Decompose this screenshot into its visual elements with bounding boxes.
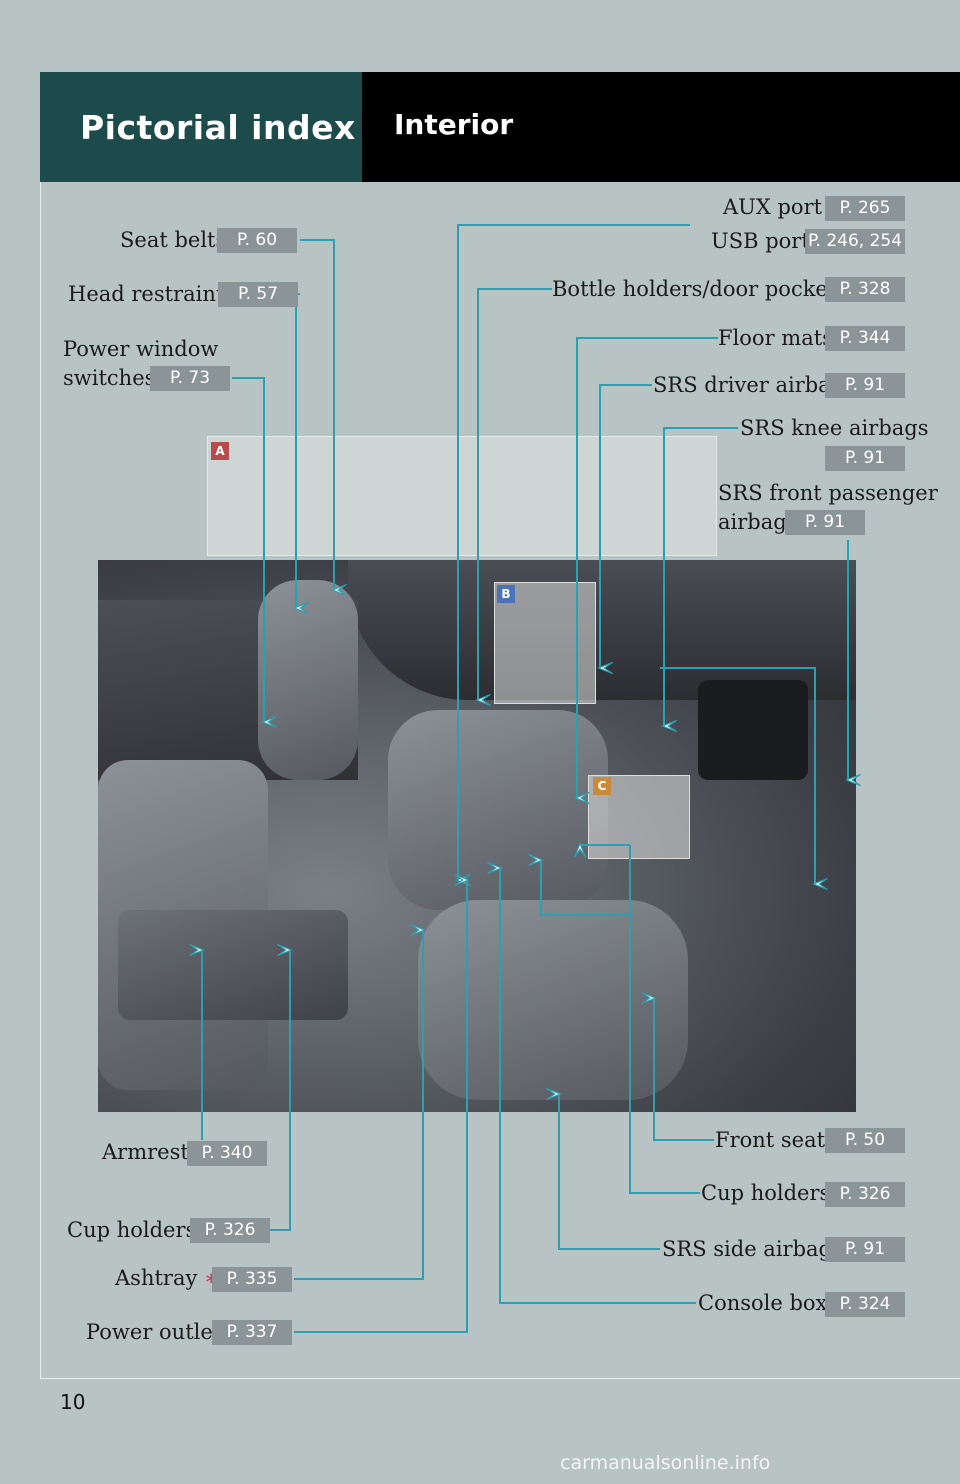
- page-ref-front-seats[interactable]: P. 50: [825, 1128, 905, 1153]
- page-ref-cup-holders-front[interactable]: P. 326: [825, 1182, 905, 1207]
- page-ref-floor-mats[interactable]: P. 344: [825, 326, 905, 351]
- rear-armrest: [118, 910, 348, 1020]
- interior-photo: [98, 560, 856, 1112]
- inset-a-badge: A: [211, 442, 229, 460]
- label-power-window-1: Power window: [63, 337, 219, 361]
- label-ashtray: Ashtray ∗: [115, 1266, 218, 1290]
- headrest-rear: [258, 580, 358, 780]
- page-ref-usb-port[interactable]: P. 246, 254: [805, 229, 905, 254]
- inset-b-badge: B: [497, 585, 515, 603]
- page-ref-bottle-holders[interactable]: P. 328: [825, 277, 905, 302]
- page-ref-head-restraints[interactable]: P. 57: [218, 282, 298, 307]
- label-front-seats: Front seats: [715, 1128, 836, 1152]
- label-armrest: Armrest: [102, 1140, 189, 1164]
- label-srs-driver-airbag: SRS driver airbag: [653, 373, 845, 397]
- center-screen: [698, 680, 808, 780]
- page-title: Pictorial index: [80, 108, 356, 147]
- label-floor-mats: Floor mats: [718, 326, 833, 350]
- label-ashtray-text: Ashtray: [115, 1266, 198, 1290]
- label-console-box: Console box: [698, 1291, 828, 1315]
- label-power-outlet: Power outlet: [86, 1320, 222, 1344]
- header-subsection: Interior: [362, 72, 960, 182]
- page-ref-seat-belts[interactable]: P. 60: [217, 228, 297, 253]
- dashboard: [348, 560, 856, 700]
- page-number: 10: [60, 1390, 86, 1414]
- page-ref-console-box[interactable]: P. 324: [825, 1292, 905, 1317]
- page-ref-srs-side-airbags[interactable]: P. 91: [825, 1237, 905, 1262]
- label-power-window-2: switches: [63, 366, 156, 390]
- page-ref-power-outlet[interactable]: P. 337: [212, 1320, 292, 1345]
- page-ref-ashtray[interactable]: P. 335: [212, 1267, 292, 1292]
- inset-a-box: [207, 436, 717, 556]
- inset-c-badge: C: [593, 777, 611, 795]
- page-ref-srs-driver-airbag[interactable]: P. 91: [825, 373, 905, 398]
- header-section: Pictorial index: [40, 72, 362, 182]
- label-srs-front-passenger-2: airbag: [718, 510, 787, 534]
- page-ref-power-window[interactable]: P. 73: [150, 366, 230, 391]
- label-usb-port: USB port: [711, 229, 810, 253]
- label-seat-belts: Seat belts: [120, 228, 227, 252]
- label-cup-holders-front: Cup holders: [701, 1181, 831, 1205]
- page-ref-aux-port[interactable]: P. 265: [825, 196, 905, 221]
- label-srs-front-passenger-1: SRS front passenger: [718, 481, 938, 505]
- watermark: carmanualsonline.info: [560, 1452, 771, 1474]
- page-ref-srs-knee-airbags[interactable]: P. 91: [825, 446, 905, 471]
- label-cup-holders-rear: Cup holders: [67, 1218, 197, 1242]
- label-aux-port: AUX port: [723, 195, 823, 219]
- page-ref-cup-holders-rear[interactable]: P. 326: [190, 1218, 270, 1243]
- label-srs-side-airbags: SRS side airbags: [662, 1237, 843, 1261]
- front-seat-left: [388, 710, 608, 910]
- label-srs-knee-airbags: SRS knee airbags: [740, 416, 929, 440]
- front-seat-right: [418, 900, 688, 1100]
- page-ref-srs-front-passenger[interactable]: P. 91: [785, 510, 865, 535]
- page-ref-armrest[interactable]: P. 340: [187, 1141, 267, 1166]
- label-bottle-holders: Bottle holders/door pockets: [552, 277, 848, 301]
- label-head-restraints: Head restraints: [68, 282, 236, 306]
- section-title: Interior: [394, 108, 514, 141]
